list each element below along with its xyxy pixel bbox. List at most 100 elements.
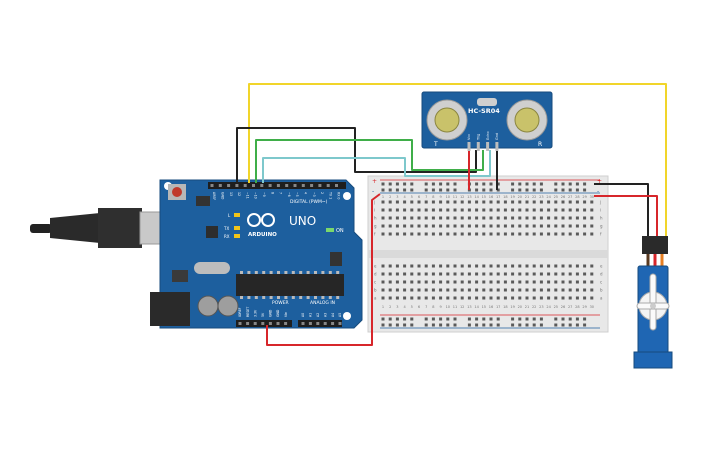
rail-hole[interactable] bbox=[439, 317, 443, 321]
breadboard-hole[interactable] bbox=[489, 200, 493, 204]
analog-pin-hole[interactable] bbox=[301, 322, 305, 325]
breadboard-hole[interactable] bbox=[496, 280, 500, 284]
digital-pin-hole[interactable] bbox=[310, 184, 314, 187]
breadboard-hole[interactable] bbox=[496, 208, 500, 212]
breadboard-hole[interactable] bbox=[439, 216, 443, 220]
breadboard-hole[interactable] bbox=[431, 208, 435, 212]
rail-hole[interactable] bbox=[403, 317, 407, 321]
rail-hole[interactable] bbox=[410, 182, 414, 186]
breadboard-hole[interactable] bbox=[424, 200, 428, 204]
breadboard-hole[interactable] bbox=[446, 232, 450, 236]
breadboard-hole[interactable] bbox=[583, 296, 587, 300]
rail-hole[interactable] bbox=[410, 188, 414, 192]
breadboard-hole[interactable] bbox=[496, 200, 500, 204]
breadboard-hole[interactable] bbox=[590, 280, 594, 284]
rail-hole[interactable] bbox=[482, 323, 486, 327]
breadboard-hole[interactable] bbox=[467, 208, 471, 212]
breadboard-hole[interactable] bbox=[467, 216, 471, 220]
digital-pin-hole[interactable] bbox=[260, 184, 264, 187]
power-pin-hole[interactable] bbox=[238, 322, 242, 325]
breadboard-hole[interactable] bbox=[496, 264, 500, 268]
breadboard-hole[interactable] bbox=[583, 272, 587, 276]
breadboard-hole[interactable] bbox=[403, 280, 407, 284]
breadboard-hole[interactable] bbox=[460, 224, 464, 228]
breadboard-hole[interactable] bbox=[554, 296, 558, 300]
breadboard-hole[interactable] bbox=[554, 216, 558, 220]
breadboard-hole[interactable] bbox=[539, 264, 543, 268]
breadboard-hole[interactable] bbox=[439, 280, 443, 284]
breadboard-hole[interactable] bbox=[482, 264, 486, 268]
breadboard-hole[interactable] bbox=[489, 296, 493, 300]
rail-hole[interactable] bbox=[539, 182, 543, 186]
breadboard-hole[interactable] bbox=[453, 208, 457, 212]
breadboard-hole[interactable] bbox=[424, 296, 428, 300]
breadboard-hole[interactable] bbox=[482, 288, 486, 292]
breadboard-hole[interactable] bbox=[518, 200, 522, 204]
breadboard-hole[interactable] bbox=[388, 280, 392, 284]
breadboard-hole[interactable] bbox=[403, 296, 407, 300]
rail-hole[interactable] bbox=[482, 182, 486, 186]
rail-hole[interactable] bbox=[496, 323, 500, 327]
breadboard-hole[interactable] bbox=[583, 224, 587, 228]
breadboard-hole[interactable] bbox=[547, 232, 551, 236]
breadboard-hole[interactable] bbox=[467, 280, 471, 284]
breadboard-hole[interactable] bbox=[446, 264, 450, 268]
breadboard-hole[interactable] bbox=[395, 208, 399, 212]
rail-hole[interactable] bbox=[561, 182, 565, 186]
rail-hole[interactable] bbox=[496, 188, 500, 192]
breadboard-hole[interactable] bbox=[467, 224, 471, 228]
breadboard-hole[interactable] bbox=[475, 232, 479, 236]
breadboard-hole[interactable] bbox=[410, 272, 414, 276]
rail-hole[interactable] bbox=[453, 317, 457, 321]
rail-hole[interactable] bbox=[575, 317, 579, 321]
rail-hole[interactable] bbox=[388, 317, 392, 321]
breadboard-hole[interactable] bbox=[532, 280, 536, 284]
breadboard-hole[interactable] bbox=[511, 200, 515, 204]
rail-hole[interactable] bbox=[539, 188, 543, 192]
breadboard-hole[interactable] bbox=[381, 200, 385, 204]
breadboard-hole[interactable] bbox=[395, 232, 399, 236]
breadboard-hole[interactable] bbox=[561, 264, 565, 268]
breadboard-hole[interactable] bbox=[475, 208, 479, 212]
breadboard-hole[interactable] bbox=[417, 200, 421, 204]
breadboard-hole[interactable] bbox=[489, 280, 493, 284]
rail-hole[interactable] bbox=[575, 323, 579, 327]
breadboard-hole[interactable] bbox=[575, 264, 579, 268]
rail-hole[interactable] bbox=[431, 182, 435, 186]
breadboard-hole[interactable] bbox=[431, 200, 435, 204]
breadboard-hole[interactable] bbox=[417, 232, 421, 236]
breadboard-hole[interactable] bbox=[395, 264, 399, 268]
breadboard-hole[interactable] bbox=[568, 280, 572, 284]
breadboard-hole[interactable] bbox=[561, 288, 565, 292]
breadboard-hole[interactable] bbox=[518, 272, 522, 276]
sensor-pin[interactable] bbox=[467, 142, 471, 151]
breadboard-hole[interactable] bbox=[381, 288, 385, 292]
breadboard-hole[interactable] bbox=[496, 288, 500, 292]
breadboard-hole[interactable] bbox=[561, 272, 565, 276]
breadboard-hole[interactable] bbox=[547, 288, 551, 292]
breadboard-hole[interactable] bbox=[460, 200, 464, 204]
breadboard-hole[interactable] bbox=[532, 208, 536, 212]
breadboard-hole[interactable] bbox=[453, 216, 457, 220]
breadboard-hole[interactable] bbox=[561, 200, 565, 204]
breadboard-hole[interactable] bbox=[568, 208, 572, 212]
breadboard-hole[interactable] bbox=[482, 208, 486, 212]
rail-hole[interactable] bbox=[561, 323, 565, 327]
breadboard-hole[interactable] bbox=[590, 224, 594, 228]
digital-pin-hole[interactable] bbox=[243, 184, 247, 187]
breadboard-hole[interactable] bbox=[539, 200, 543, 204]
breadboard-hole[interactable] bbox=[532, 216, 536, 220]
breadboard-hole[interactable] bbox=[453, 288, 457, 292]
breadboard-hole[interactable] bbox=[532, 232, 536, 236]
breadboard-hole[interactable] bbox=[590, 208, 594, 212]
rail-hole[interactable] bbox=[395, 317, 399, 321]
breadboard-hole[interactable] bbox=[547, 264, 551, 268]
breadboard-hole[interactable] bbox=[525, 264, 529, 268]
rail-hole[interactable] bbox=[446, 317, 450, 321]
breadboard-hole[interactable] bbox=[568, 272, 572, 276]
digital-pin-hole[interactable] bbox=[276, 184, 280, 187]
rail-hole[interactable] bbox=[439, 323, 443, 327]
breadboard-hole[interactable] bbox=[511, 216, 515, 220]
digital-pin-hole[interactable] bbox=[335, 184, 338, 187]
breadboard-hole[interactable] bbox=[403, 200, 407, 204]
